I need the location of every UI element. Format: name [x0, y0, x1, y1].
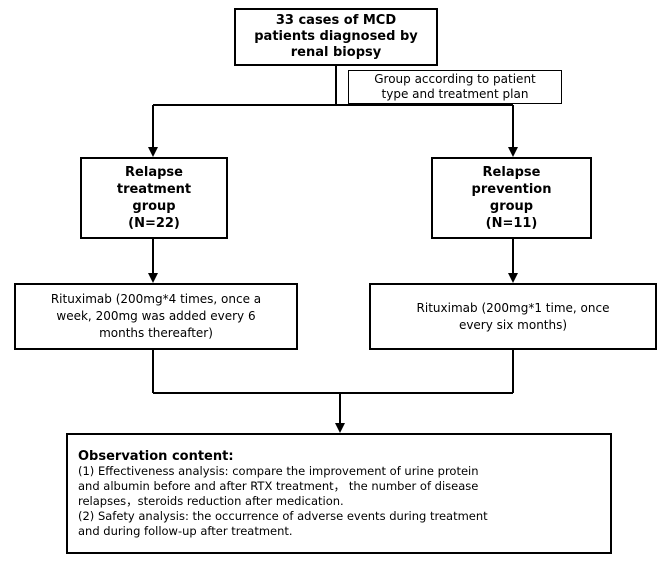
observation-line: (2) Safety analysis: the occurrence of a… — [78, 508, 488, 523]
observation-line: and during follow-up after treatment. — [78, 523, 293, 538]
relapse-treatment-group-box: Relapse treatment group (N=22) — [80, 157, 228, 239]
group-line: Relapse — [482, 165, 541, 180]
observation-line: (1) Effectiveness analysis: compare the … — [78, 463, 479, 478]
group-line: group — [132, 199, 176, 214]
relapse-prevention-group-box: Relapse prevention group (N=11) — [431, 157, 592, 239]
group-line: Relapse — [125, 165, 183, 180]
observation-line: and albumin before and after RTX treatme… — [78, 478, 479, 493]
grouping-label-line: Group according to patient — [374, 72, 536, 86]
group-line: group — [489, 199, 534, 214]
left-treatment-box: Rituximab (200mg*4 times, once a week, 2… — [14, 283, 298, 350]
treatment-line: every six months) — [458, 317, 568, 332]
observation-title: Observation content: — [78, 448, 234, 464]
treatment-line: Rituximab (200mg*4 times, once a — [50, 292, 262, 306]
treatment-line: Rituximab (200mg*1 time, once — [416, 300, 610, 315]
right-treatment-box: Rituximab (200mg*1 time, once every six … — [369, 283, 657, 350]
grouping-label-box: Group according to patient type and trea… — [348, 70, 562, 104]
cohort-line: 33 cases of MCD — [275, 13, 397, 28]
treatment-line: week, 200mg was added every 6 — [56, 309, 256, 323]
observation-content-box: Observation content: (1) Effectiveness a… — [66, 433, 612, 554]
group-line: prevention — [471, 182, 552, 197]
cohort-box: 33 cases of MCD patients diagnosed by re… — [234, 8, 438, 66]
group-count: (N=11) — [485, 216, 538, 231]
treatment-line: months thereafter) — [99, 326, 213, 340]
cohort-line: renal biopsy — [290, 45, 382, 60]
observation-line: relapses，steroids reduction after medica… — [78, 493, 344, 508]
group-line: treatment — [116, 182, 192, 197]
cohort-line: patients diagnosed by — [254, 29, 418, 44]
group-count: (N=22) — [128, 216, 180, 231]
grouping-label-line: type and treatment plan — [381, 87, 529, 101]
